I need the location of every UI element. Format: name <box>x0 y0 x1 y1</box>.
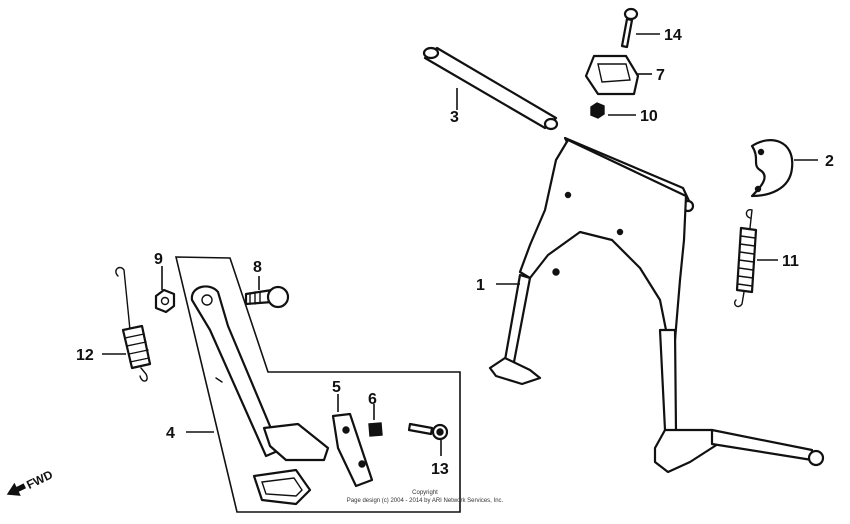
part-2-bracket[interactable] <box>750 139 794 198</box>
part-3-shaft[interactable] <box>422 46 559 131</box>
copyright-line-1: Copyright <box>412 490 438 496</box>
callout-14: 14 <box>664 27 682 44</box>
part-10-nut[interactable] <box>590 102 605 119</box>
fwd-label: FWD <box>24 467 55 492</box>
part-6-collar[interactable] <box>368 422 383 437</box>
part-13-bolt[interactable] <box>407 422 449 441</box>
callout-numbers: 1 2 3 4 5 6 7 8 9 10 11 12 13 14 <box>76 27 834 478</box>
callout-12: 12 <box>76 347 94 364</box>
part-5-bracket[interactable] <box>331 412 374 488</box>
side-stand-assembly-outline <box>174 256 461 513</box>
callout-3: 3 <box>450 109 459 126</box>
callout-8: 8 <box>253 259 262 276</box>
part-7-stopper[interactable] <box>584 54 640 96</box>
callout-13: 13 <box>431 461 449 478</box>
callout-11: 11 <box>782 253 799 270</box>
part-1-main-stand[interactable] <box>488 136 825 474</box>
callout-6: 6 <box>368 391 377 408</box>
callout-7: 7 <box>656 67 665 84</box>
callout-5: 5 <box>332 379 341 396</box>
callout-4: 4 <box>166 425 175 442</box>
part-14-bolt[interactable] <box>620 7 639 49</box>
fwd-indicator: FWD <box>6 467 55 496</box>
leader-lines <box>102 33 818 456</box>
callout-2: 2 <box>825 153 834 170</box>
fwd-arrow-icon <box>6 482 26 496</box>
part-11-spring[interactable] <box>733 208 758 308</box>
part-4-side-stand[interactable] <box>190 285 330 506</box>
part-12-spring[interactable] <box>115 266 152 382</box>
copyright-line-2: Page design (c) 2004 - 2014 by ARI Netwo… <box>347 498 504 504</box>
callout-1: 1 <box>476 277 485 294</box>
copyright-notice: Copyright Page design (c) 2004 - 2014 by… <box>347 490 504 504</box>
callout-9: 9 <box>154 251 163 268</box>
part-9-nut[interactable] <box>154 288 176 314</box>
callout-10: 10 <box>640 108 658 125</box>
part-8-bolt[interactable] <box>244 285 290 309</box>
